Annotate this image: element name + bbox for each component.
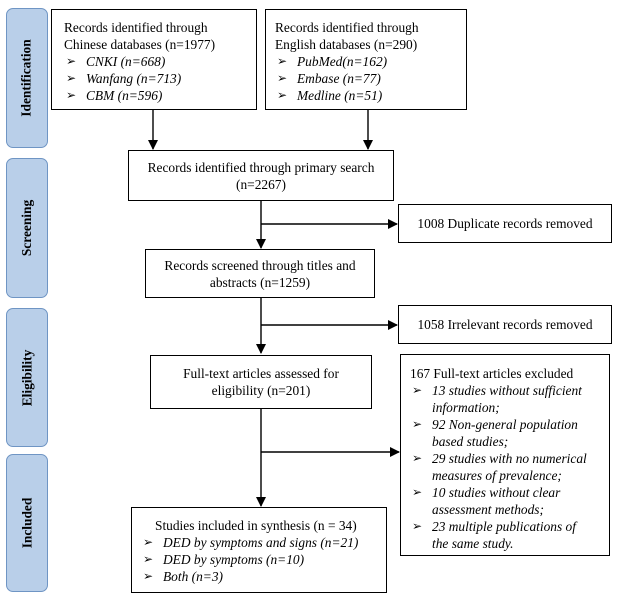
english-databases-box: Records identified through English datab… bbox=[265, 9, 467, 110]
fulltext-line2: eligibility (n=201) bbox=[211, 383, 311, 398]
english-database-list: ➢PubMed(n=162) ➢Embase (n=77) ➢Medline (… bbox=[275, 53, 458, 104]
synthesis-categories-list: ➢DED by symptoms and signs (n=21) ➢DED b… bbox=[141, 534, 380, 585]
synthesis-title: Studies included in synthesis (n = 34) bbox=[155, 518, 357, 533]
irrelevant-removed-box: 1058 Irrelevant records removed bbox=[398, 305, 612, 344]
phase-screening: Screening bbox=[6, 158, 48, 298]
primary-search-box: Records identified through primary searc… bbox=[128, 150, 394, 201]
arrow-bullet-icon: ➢ bbox=[412, 451, 423, 465]
excluded-title: 167 Full-text articles excluded bbox=[410, 366, 574, 381]
screened-line2: abstracts (n=1259) bbox=[209, 274, 311, 290]
english-line2: English databases (n=290) bbox=[275, 37, 418, 52]
arrow-bullet-icon: ➢ bbox=[143, 569, 154, 583]
list-item: ➢DED by symptoms and signs (n=21) bbox=[143, 535, 359, 550]
phase-identification: Identification bbox=[6, 8, 48, 148]
phase-eligibility-label: Eligibility bbox=[19, 349, 34, 406]
list-item: ➢Embase (n=77) bbox=[277, 71, 381, 86]
list-item: ➢Medline (n=51) bbox=[277, 88, 383, 103]
arrow-bullet-icon: ➢ bbox=[277, 54, 288, 68]
chinese-databases-box: Records identified through Chinese datab… bbox=[51, 9, 257, 110]
arrow-bullet-icon: ➢ bbox=[412, 383, 423, 397]
chinese-database-list: ➢CNKI (n=668) ➢Wanfang (n=713) ➢CBM (n=5… bbox=[64, 53, 248, 104]
duplicates-text: 1008 Duplicate records removed bbox=[417, 216, 593, 231]
arrow-bullet-icon: ➢ bbox=[143, 552, 154, 566]
primary-line1: Records identified through primary searc… bbox=[147, 159, 375, 175]
arrow-bullet-icon: ➢ bbox=[277, 71, 288, 85]
screened-records-box: Records screened through titles and abst… bbox=[145, 249, 375, 298]
irrelevant-text: 1058 Irrelevant records removed bbox=[417, 317, 593, 332]
fulltext-assessed-box: Full-text articles assessed for eligibil… bbox=[150, 355, 372, 409]
chinese-line2: Chinese databases (n=1977) bbox=[64, 37, 216, 52]
primary-line2: (n=2267) bbox=[236, 176, 286, 192]
arrow-bullet-icon: ➢ bbox=[66, 54, 77, 68]
phase-included-label: Included bbox=[19, 497, 35, 549]
arrow-bullet-icon: ➢ bbox=[277, 88, 288, 102]
list-item: ➢PubMed(n=162) bbox=[277, 54, 388, 69]
phase-screening-label: Screening bbox=[19, 199, 35, 257]
screened-line1: Records screened through titles and bbox=[164, 257, 356, 273]
included-synthesis-box: Studies included in synthesis (n = 34) ➢… bbox=[131, 507, 387, 593]
phase-identification-label: Identification bbox=[19, 39, 34, 117]
arrow-bullet-icon: ➢ bbox=[412, 417, 423, 431]
english-line1: Records identified through bbox=[275, 20, 419, 35]
arrow-bullet-icon: ➢ bbox=[412, 519, 423, 533]
list-item: ➢CNKI (n=668) bbox=[66, 54, 166, 69]
fulltext-line1: Full-text articles assessed for bbox=[183, 366, 339, 381]
arrow-bullet-icon: ➢ bbox=[66, 88, 77, 102]
phase-eligibility: Eligibility bbox=[6, 308, 48, 447]
arrow-bullet-icon: ➢ bbox=[412, 485, 423, 499]
fulltext-excluded-box: 167 Full-text articles excluded ➢13 stud… bbox=[400, 354, 610, 556]
phase-included: Included bbox=[6, 454, 48, 592]
duplicates-removed-box: 1008 Duplicate records removed bbox=[398, 204, 612, 243]
arrow-bullet-icon: ➢ bbox=[66, 71, 77, 85]
list-item: ➢CBM (n=596) bbox=[66, 88, 163, 103]
chinese-line1: Records identified through bbox=[64, 20, 208, 35]
arrow-bullet-icon: ➢ bbox=[143, 535, 154, 549]
list-item: ➢Both (n=3) bbox=[143, 569, 223, 584]
list-item: ➢DED by symptoms (n=10) bbox=[143, 552, 305, 567]
list-item: ➢Wanfang (n=713) bbox=[66, 71, 182, 86]
